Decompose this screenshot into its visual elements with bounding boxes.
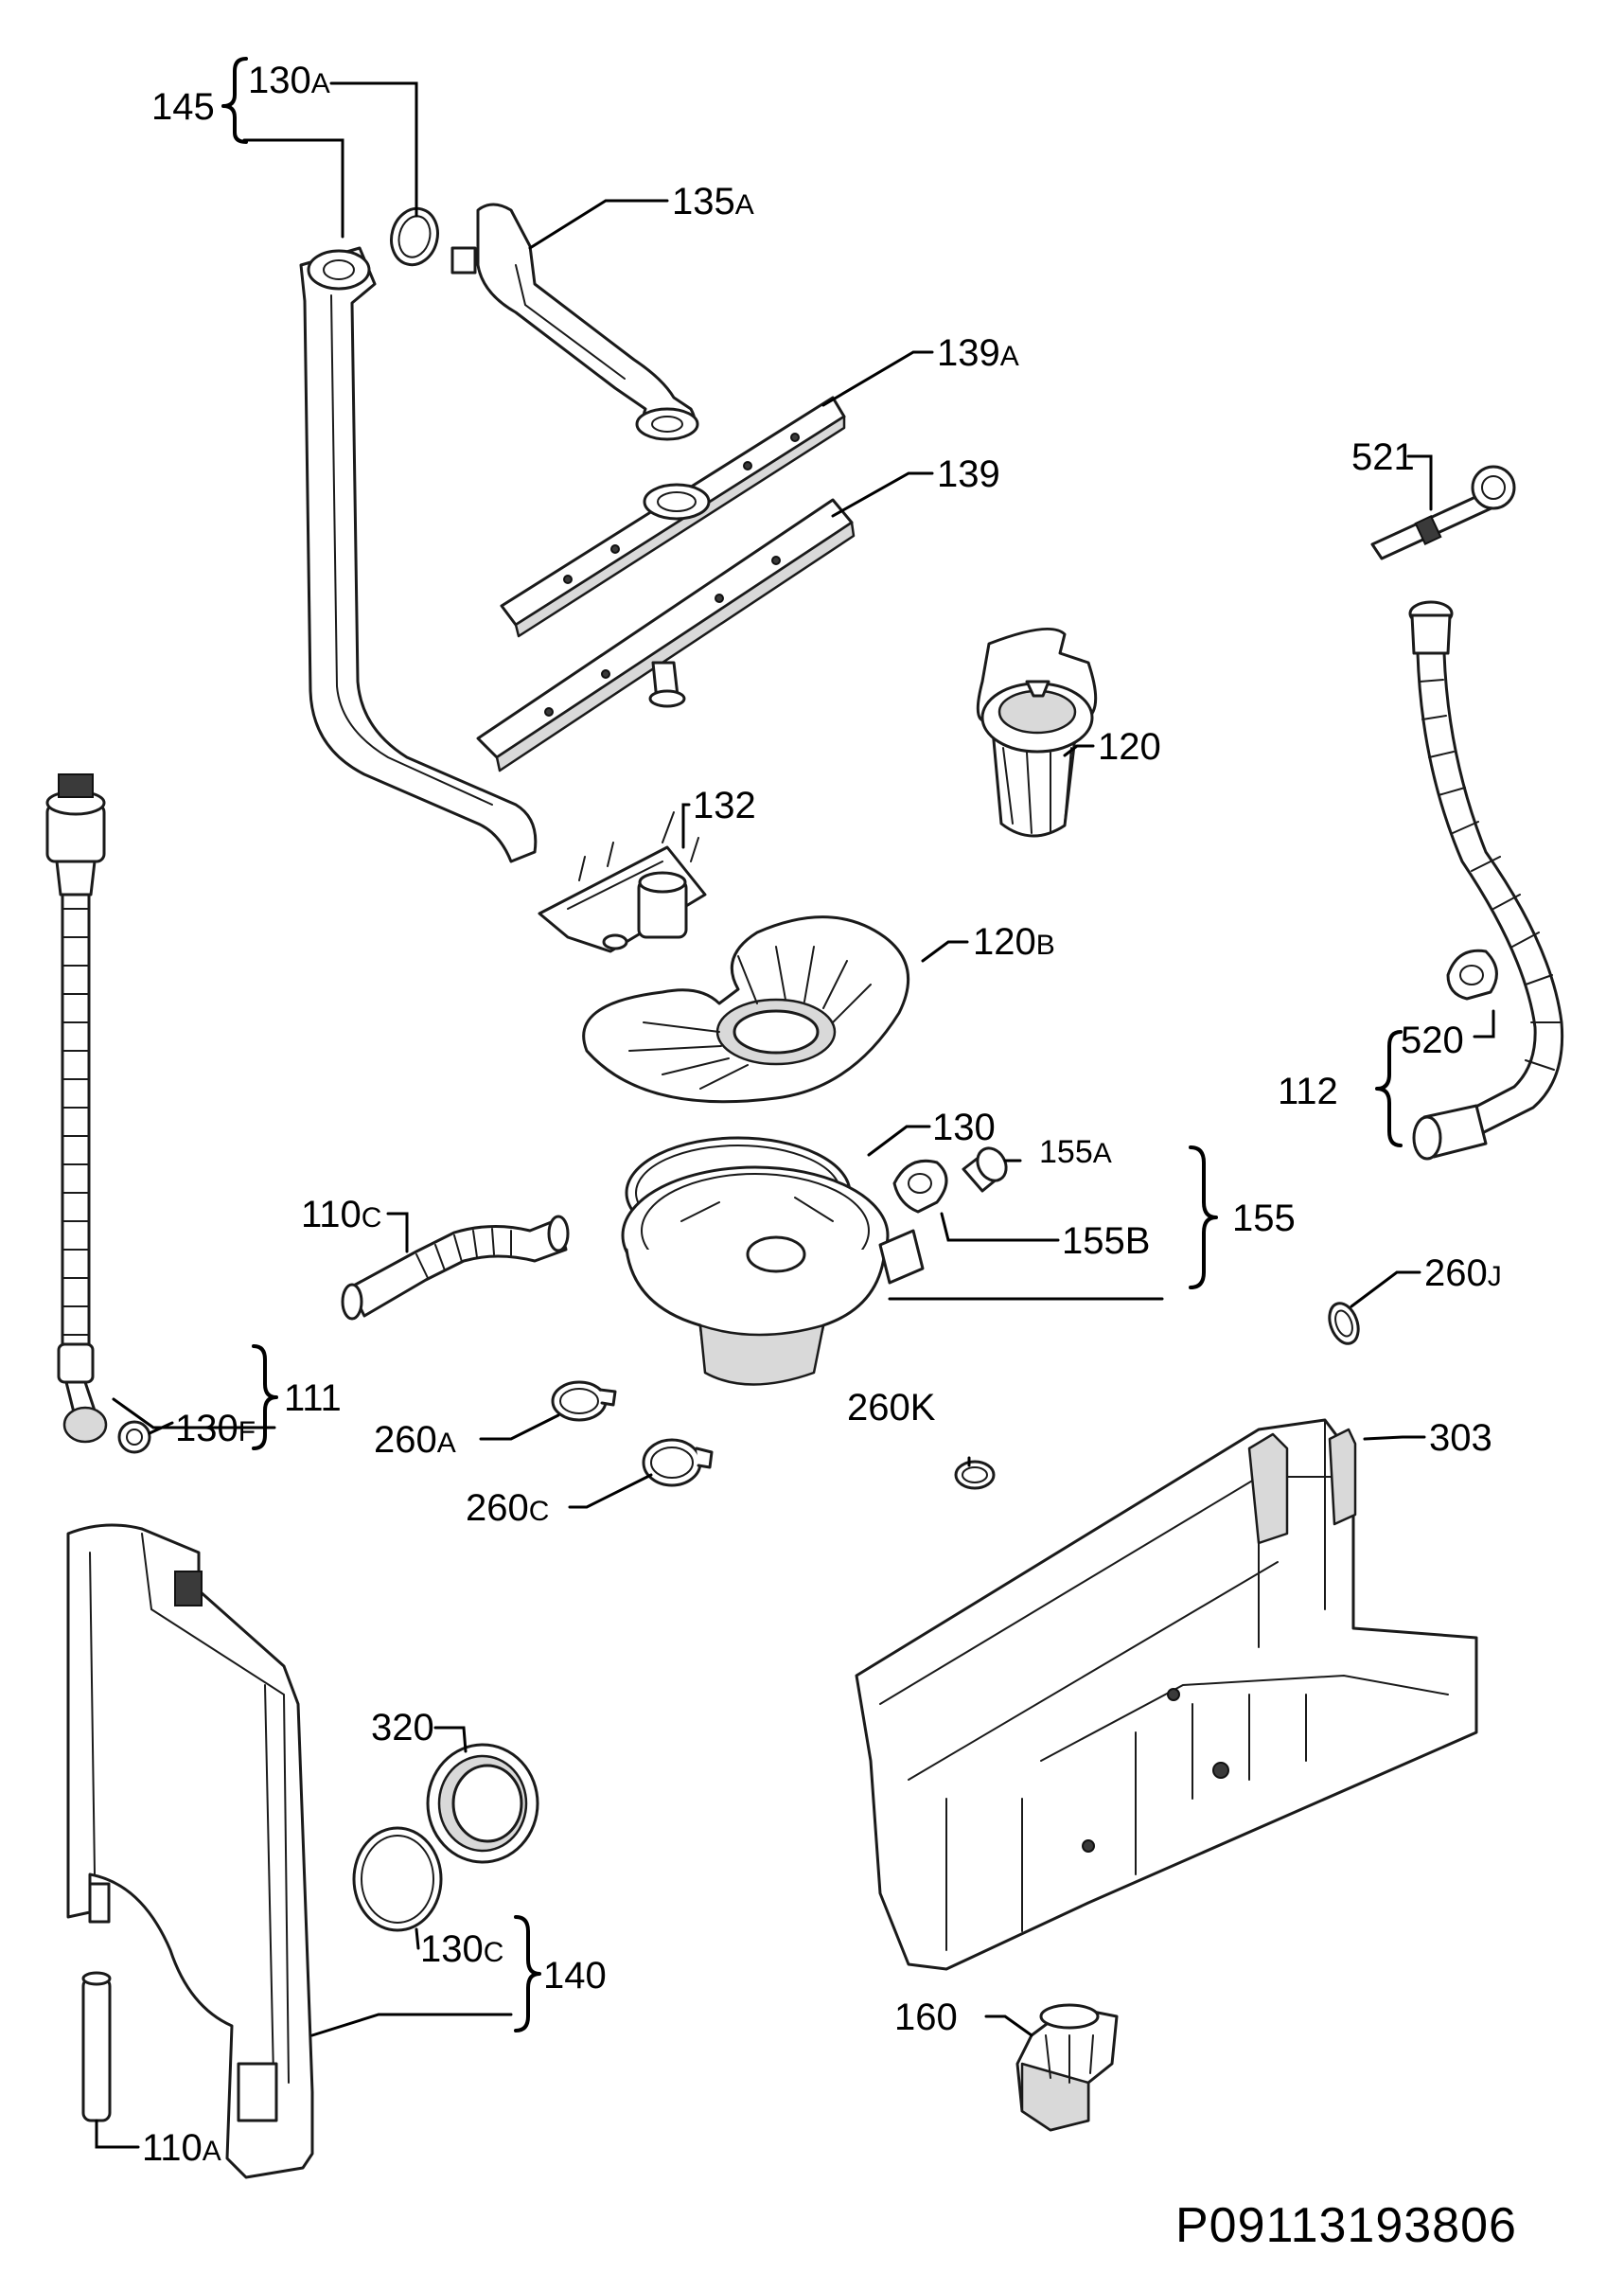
pipe-110a [81, 1971, 112, 2122]
label-145: 145 [151, 86, 215, 128]
air-break-140 [66, 1523, 314, 2179]
label-139: 139 [937, 453, 1000, 495]
clamp-260a [551, 1380, 617, 1422]
pump-160 [1015, 2003, 1119, 2132]
label-111: 111 [284, 1377, 342, 1419]
inlet-hose-111 [45, 773, 108, 1444]
label-120b: 120B [973, 921, 1055, 963]
braces [221, 57, 1403, 2032]
o-ring-130a [390, 206, 439, 267]
fitting-155a [962, 1146, 1008, 1193]
label-320: 320 [371, 1707, 434, 1748]
clip-155b [892, 1159, 948, 1214]
label-132: 132 [693, 785, 756, 826]
label-260c: 260C [466, 1487, 549, 1529]
part-labels: 145 130A 135A 139A 139 521 120 132 120B … [142, 60, 1502, 2169]
seal-320 [426, 1743, 539, 1864]
hanger-521 [1370, 465, 1516, 560]
ring-130c [352, 1826, 443, 1932]
label-260k: 260K [847, 1387, 936, 1429]
conduit-135a [450, 203, 699, 441]
clamp-260k [954, 1460, 996, 1490]
label-139a: 139A [937, 332, 1019, 374]
label-260j: 260J [1424, 1252, 1502, 1294]
ring-130f [117, 1420, 151, 1454]
label-140: 140 [543, 1955, 607, 1997]
label-155: 155 [1232, 1198, 1296, 1239]
sump-155 [621, 1165, 925, 1386]
clip-520 [1446, 949, 1498, 1001]
spray-arm-139 [476, 498, 856, 772]
filter-120 [976, 627, 1098, 838]
clamp-260c [642, 1438, 714, 1487]
leader-lines [95, 81, 1495, 2149]
label-130c: 130C [420, 1928, 503, 1970]
label-130a: 130A [248, 60, 330, 101]
spray-arm-139a [500, 396, 846, 638]
label-155b: 155B [1062, 1220, 1150, 1262]
label-260a: 260A [374, 1419, 456, 1461]
label-520: 520 [1401, 1020, 1464, 1061]
label-110c: 110C [301, 1194, 381, 1235]
drain-hose-112 [1408, 600, 1564, 1161]
diagram-code: P09113193806 [1175, 2198, 1517, 2253]
label-130: 130 [932, 1107, 996, 1148]
feed-pipe-145 [299, 246, 538, 863]
label-155a: 155A [1039, 1134, 1112, 1170]
bracket-132 [538, 811, 707, 953]
label-130f: 130F [175, 1408, 256, 1449]
label-521: 521 [1351, 436, 1415, 478]
clamp-260j [1328, 1302, 1360, 1345]
filter-plate-120b [582, 915, 910, 1104]
label-120: 120 [1098, 726, 1161, 768]
label-112: 112 [1278, 1071, 1338, 1112]
label-160: 160 [894, 1997, 958, 2038]
label-110a: 110A [142, 2127, 221, 2169]
hose-110c [341, 1215, 570, 1321]
label-135a: 135A [672, 181, 754, 222]
label-303: 303 [1429, 1417, 1492, 1459]
base-tray-303 [855, 1418, 1478, 1971]
